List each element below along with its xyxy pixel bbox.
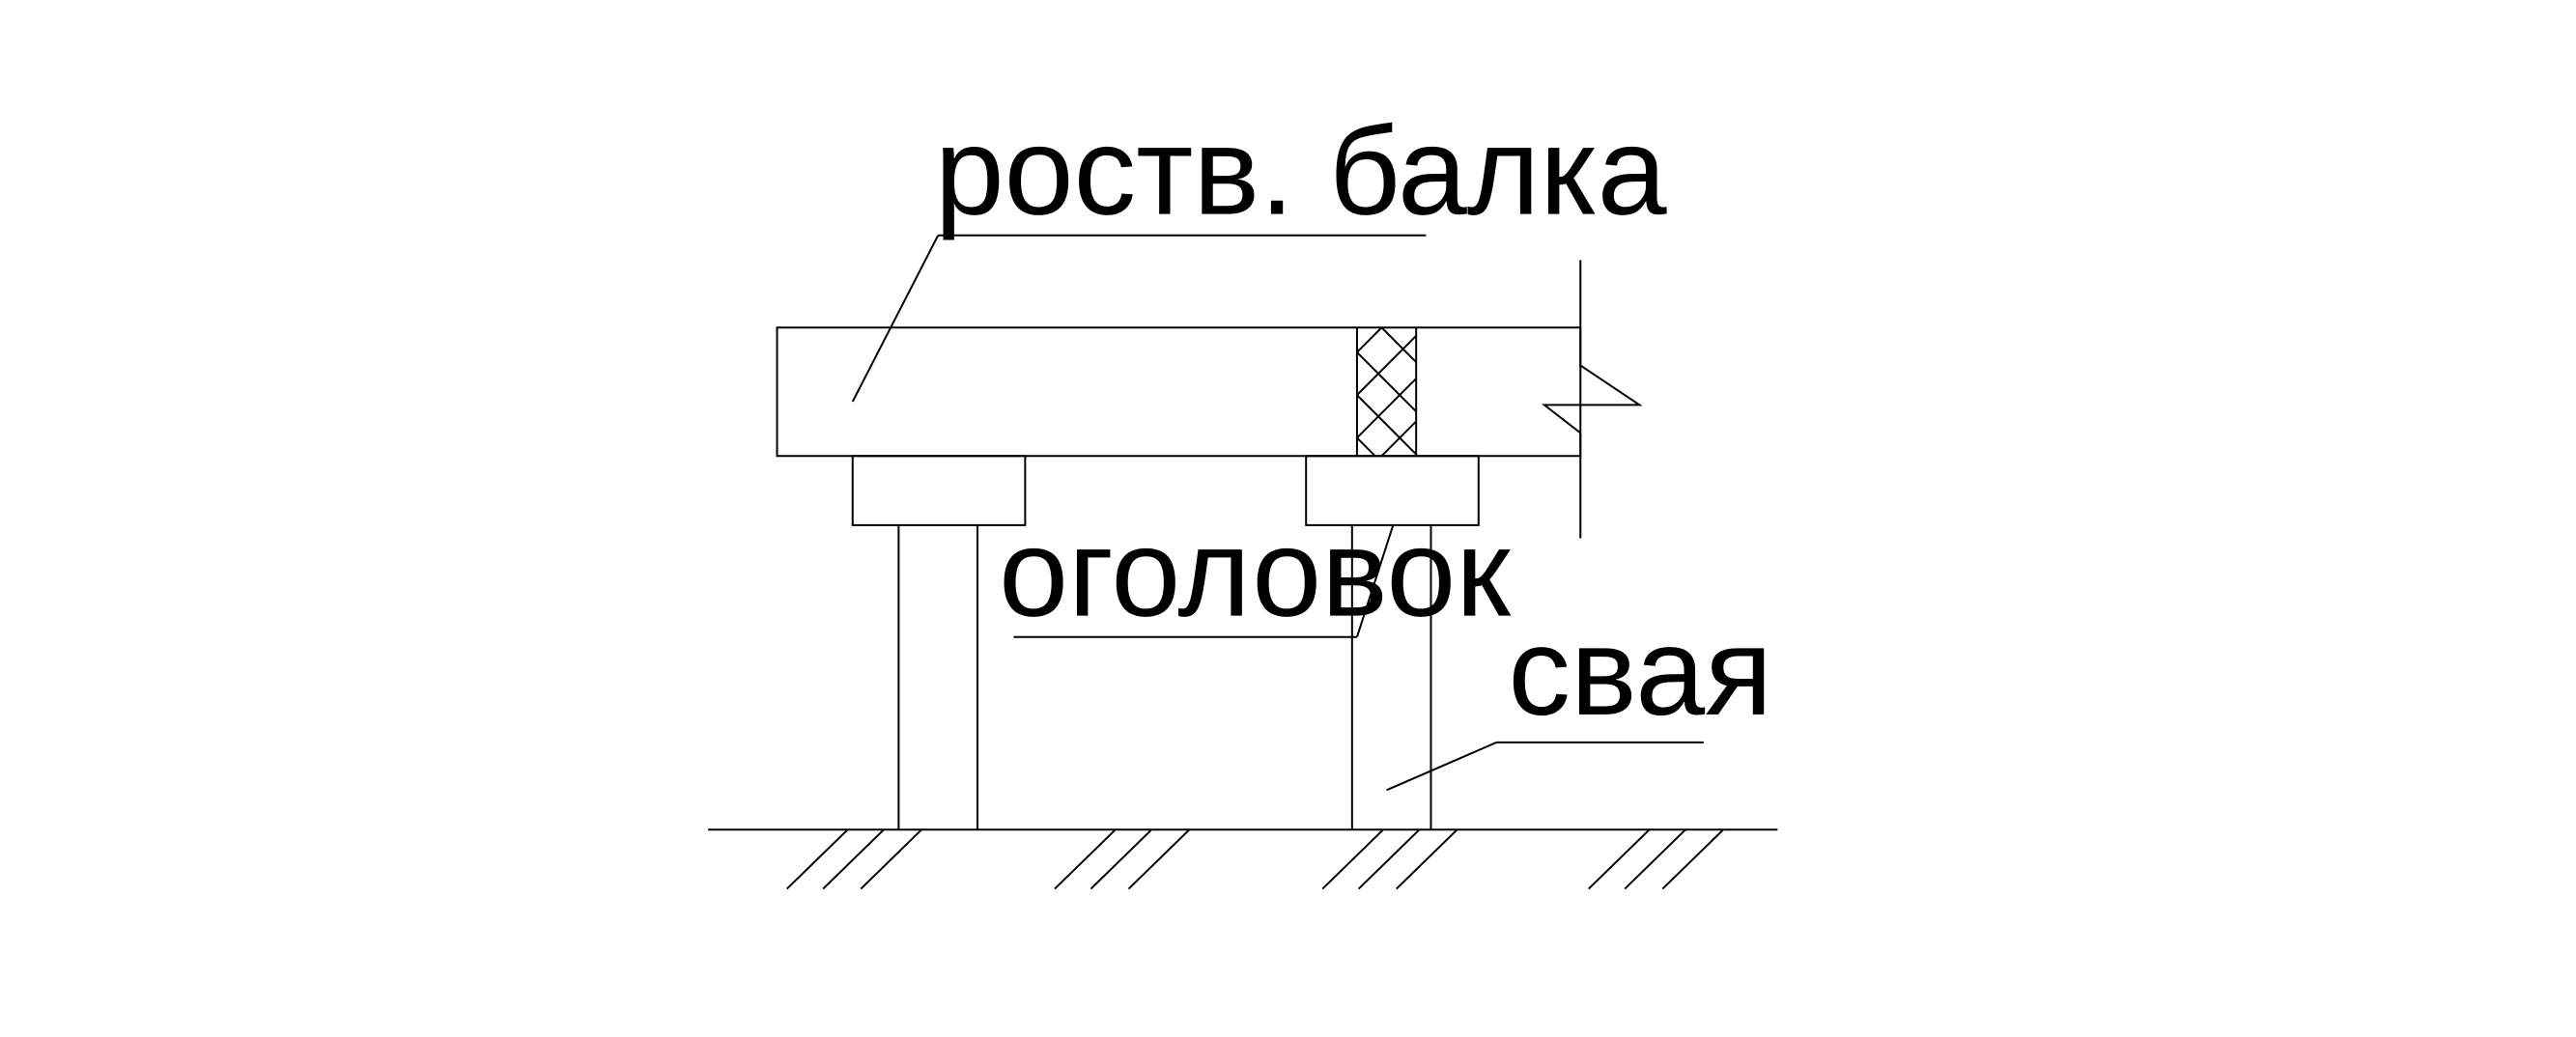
- pile-cap-label: оголовок: [999, 503, 1512, 642]
- pile-cap-left: [853, 456, 1026, 525]
- beam-label: роств. балка: [935, 101, 1667, 240]
- beam-hatch-insert: [1357, 327, 1416, 456]
- ground-hatching: [787, 829, 1724, 888]
- pile-leader: [1387, 743, 1704, 790]
- beam-leader: [853, 236, 1427, 402]
- pile-cap-leader: [1013, 525, 1393, 637]
- pile-label: свая: [1508, 603, 1772, 742]
- break-line: [1544, 260, 1640, 538]
- grillage-beam: [778, 327, 1581, 456]
